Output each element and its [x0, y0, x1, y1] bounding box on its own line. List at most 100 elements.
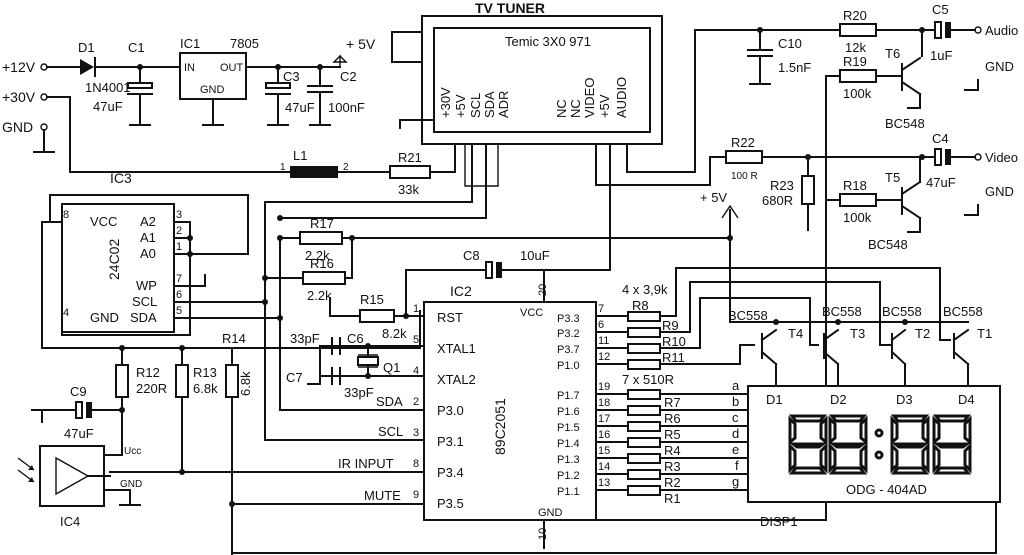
ic4-label: IC4: [60, 514, 80, 529]
schematic-title: TV TUNER: [475, 0, 545, 16]
c3-value: 47uF: [285, 100, 315, 115]
video-output: R22 100 R R23 680R C4 47uF Video GND R18…: [595, 131, 1018, 252]
resistor-r20: [839, 23, 877, 37]
digit-drivers: 4 x 3,9k R8 R9 R10 R11 BC558 BC558 BC558…: [595, 237, 992, 386]
r18-label: R18: [843, 178, 867, 193]
digit-d3-label: D3: [896, 392, 913, 407]
r14-label: R14: [222, 331, 246, 346]
mcu-p34: P3.4: [437, 465, 464, 480]
r15-value: 8.2k: [382, 326, 407, 341]
label-5v-b: + 5V: [700, 190, 727, 205]
label-12v: +12V: [2, 59, 36, 75]
terminal-audio: [974, 26, 982, 34]
mcu-p11: P1.1: [557, 486, 580, 498]
c8-value: 10uF: [520, 248, 550, 263]
mcu-chip: [423, 301, 597, 521]
junction-r16-scl: [262, 275, 268, 281]
mcu-pin14: 14: [598, 461, 610, 473]
wire-mcu-vcc: [543, 143, 611, 303]
d1-part: 1N4001: [85, 80, 131, 95]
r13-label: R13: [193, 365, 217, 380]
junction-t2: [902, 319, 908, 325]
tuner-rf-connector: [391, 31, 423, 63]
c5-label: C5: [932, 2, 949, 17]
vcc-arrow-5v: [332, 54, 348, 67]
wire-tuner-audio: [626, 29, 761, 173]
tv-tuner-module: Temic 3X0 971 +30V +5V SCL SDA ADR NC NC…: [391, 15, 663, 145]
t5-collector: [900, 180, 922, 196]
ic1-out: OUT: [220, 62, 244, 74]
c9-label: C9: [70, 384, 87, 399]
resistor-r5-array: [627, 421, 661, 432]
wire-r21-tuner: [429, 143, 456, 173]
r2-label: R2: [664, 475, 681, 490]
eeprom-pin8: 8: [63, 209, 69, 221]
t6-collector: [900, 56, 922, 72]
wire-mute-audio: [591, 75, 827, 521]
resistor-r2-array: [627, 469, 661, 480]
mcu-xtal1: XTAL1: [437, 341, 476, 356]
junction-a1: [187, 235, 193, 241]
r5-label: R5: [664, 427, 681, 442]
mcu-p15: P1.5: [557, 422, 580, 434]
vcc-arrow-5v-b: [721, 204, 739, 219]
t2-part: BC558: [882, 304, 922, 319]
t4-collector: [760, 350, 778, 366]
seg-a-label: a: [732, 378, 740, 393]
t3-label: T3: [850, 326, 865, 341]
eeprom-pin6: 6: [176, 289, 182, 301]
ic1-gnd: GND: [200, 84, 225, 96]
tuner-pin-video: VIDEO: [582, 78, 597, 118]
mcu-pin6: 6: [598, 319, 604, 331]
q1-label: Q1: [383, 360, 400, 375]
display-model: ODG - 404AD: [846, 482, 927, 497]
mcu-pin4: 4: [413, 365, 419, 377]
wire-scl-bus: [264, 143, 473, 441]
r8-array-value: 4 x 3,9k: [622, 282, 668, 297]
digit-d2-label: D2: [830, 392, 847, 407]
mcu-pin15: 15: [598, 445, 610, 457]
junction-ir: [179, 469, 185, 475]
seg-c-label: c: [732, 410, 739, 425]
ic3-label: IC3: [110, 170, 132, 186]
cap-c9-plate1: [75, 401, 83, 419]
junction-r17: [277, 235, 283, 241]
eeprom-pin4: 4: [63, 307, 69, 319]
audio-output-label: Audio: [985, 23, 1018, 38]
mcu-pin11: 11: [598, 335, 609, 347]
mcu-p12: P1.2: [557, 470, 580, 482]
cap-c1-plate1: [127, 82, 153, 89]
mcu-p10: P1.0: [557, 360, 580, 372]
wire-r10-t3: [659, 297, 819, 349]
wire-osc-gnd: [307, 345, 321, 385]
d1-label: D1: [78, 40, 95, 55]
mcu-pin9: 9: [413, 489, 419, 501]
cap-c4-plate2: [945, 149, 951, 165]
r8-label: R8: [632, 298, 649, 313]
t5-label: T5: [885, 170, 900, 185]
ir-amp-triangle: [55, 456, 90, 496]
tuner-pin-sda: SDA: [482, 91, 497, 118]
r21-label: R21: [398, 150, 422, 165]
seven-segment-display: D1 D2 D3 D4 ODG - 404AD DISP1: [747, 385, 1001, 529]
resistor-r22: [725, 150, 763, 164]
mcu-p32: P3.2: [557, 328, 580, 340]
regulator-ic1: [179, 52, 247, 100]
tuner-pin-nc2: NC: [568, 99, 583, 118]
digit-1: [788, 414, 828, 475]
wire-r16-top: [344, 237, 353, 279]
diode-d1: [80, 59, 94, 75]
t6-emitter: [900, 80, 922, 96]
r19-value: 100k: [843, 86, 872, 101]
audio-gnd-label: GND: [985, 59, 1014, 74]
mcu-vcc: VCC: [520, 307, 543, 319]
mcu-pin19: 19: [598, 381, 610, 393]
tuner-pin-30v: +30V: [438, 87, 453, 118]
wire-bottom-loop: [231, 501, 997, 555]
t1-part: BC558: [943, 304, 983, 319]
seg-d-label: d: [732, 426, 739, 441]
eeprom-vcc: VCC: [90, 214, 117, 229]
video-gnd-label: GND: [985, 184, 1014, 199]
resistor-r10: [627, 343, 661, 354]
resistor-r4-array: [627, 437, 661, 448]
